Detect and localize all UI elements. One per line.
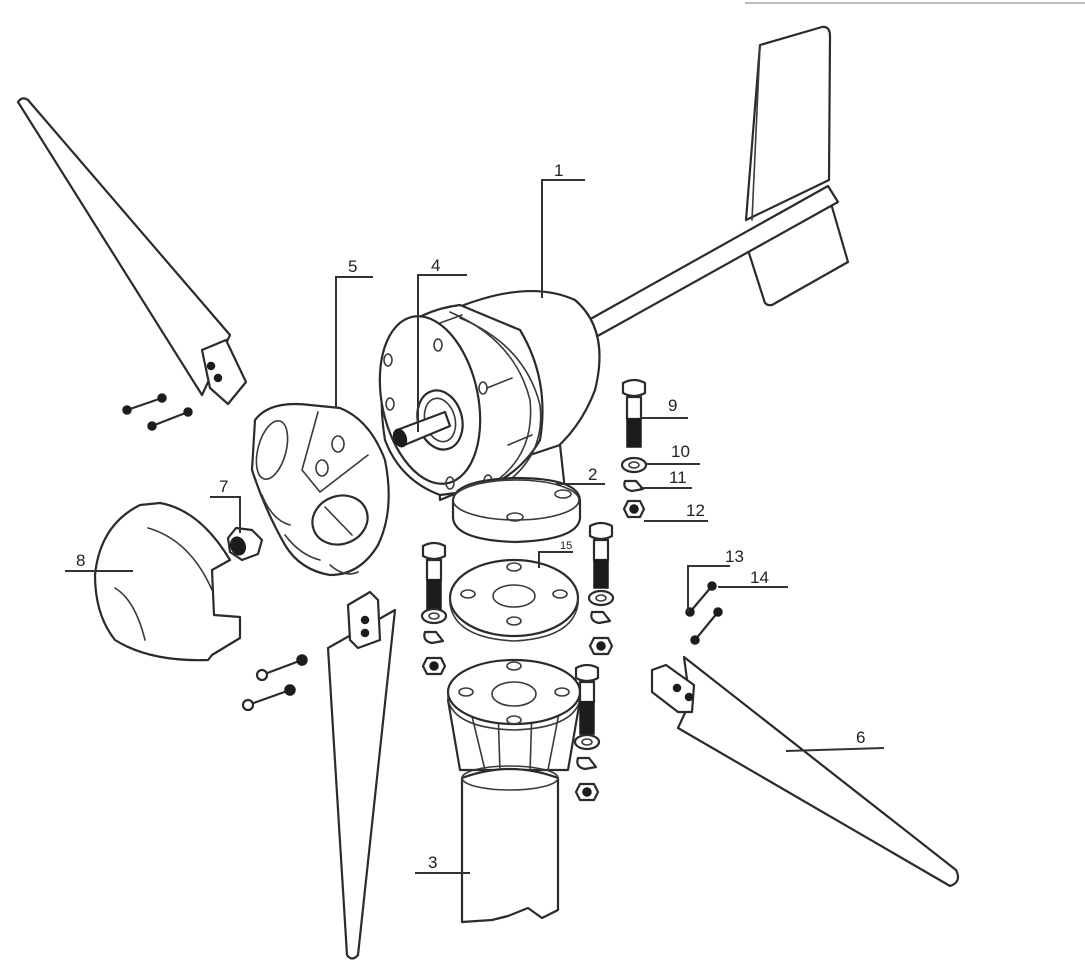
callout-11: 11 [669, 468, 687, 487]
tail-fin [744, 25, 850, 307]
blade-lower-right [650, 655, 960, 888]
callout-14: 14 [750, 568, 769, 587]
yaw-base-flange [451, 476, 582, 544]
callout-15: 15 [560, 540, 572, 552]
main-shaft [392, 410, 452, 448]
tower-top-flange [446, 658, 582, 773]
bolt-stack-right-lower [573, 663, 601, 802]
callout-5: 5 [348, 257, 357, 276]
blade-bolts-upper-left [122, 393, 193, 431]
bolt-stack-right-upper [620, 378, 648, 519]
blade-upper-left [16, 97, 248, 406]
adapter-flange-plate [448, 558, 580, 642]
bolt-stack-right-mid [587, 521, 615, 656]
callout-6: 6 [856, 728, 865, 747]
generator-body [378, 290, 601, 502]
tower-pole [460, 765, 560, 924]
leader-lines [65, 179, 885, 874]
callout-labels: 1 2 3 4 5 6 7 8 9 10 11 12 13 14 15 [76, 161, 865, 872]
blade-bolts-bottom [241, 654, 308, 712]
blade-bottom [326, 590, 397, 960]
callout-2: 2 [588, 465, 597, 484]
nose-cone [93, 501, 242, 662]
callout-1: 1 [554, 161, 563, 180]
callout-4: 4 [431, 256, 440, 275]
callout-9: 9 [668, 396, 677, 415]
hub [250, 402, 390, 577]
callout-8: 8 [76, 551, 85, 570]
callout-13: 13 [725, 547, 744, 566]
callout-10: 10 [671, 442, 690, 461]
hub-lock-nut [226, 526, 264, 562]
callout-12: 12 [686, 501, 705, 520]
blade-bolts-lower-right [685, 581, 723, 645]
bolt-stack-left [420, 541, 448, 676]
callout-3: 3 [428, 853, 437, 872]
callout-7: 7 [219, 477, 228, 496]
